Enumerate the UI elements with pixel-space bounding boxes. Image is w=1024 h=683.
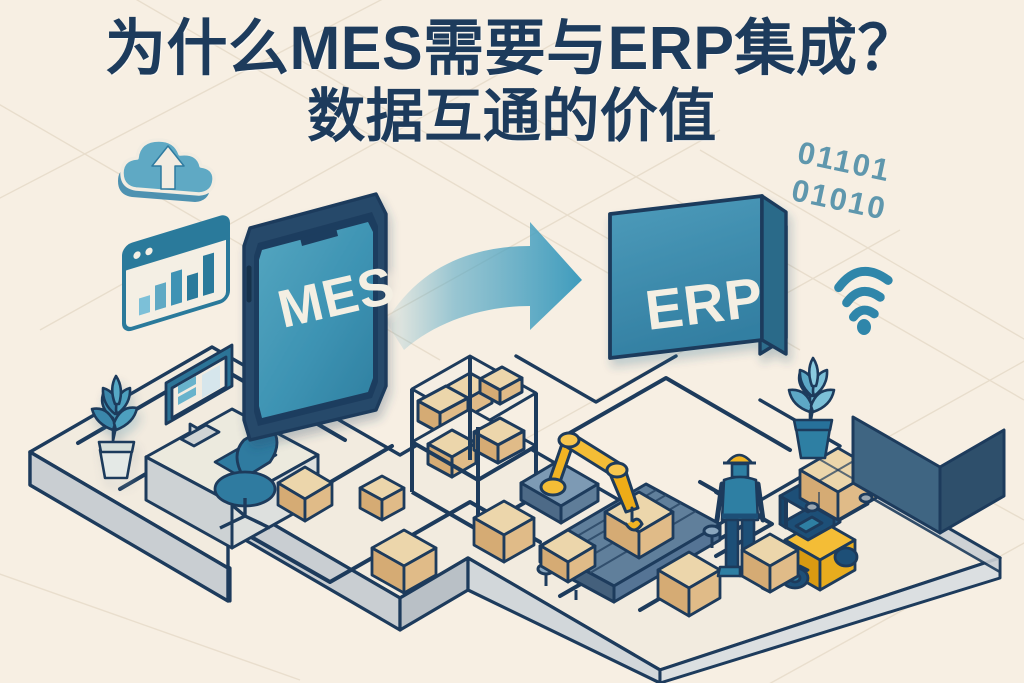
mes-phone-panel: MES: [242, 192, 401, 442]
wifi-icon: [834, 266, 893, 335]
floor-box: [656, 550, 722, 618]
floor-box: [370, 528, 438, 595]
erp-panel: ERP: [608, 194, 788, 360]
floor-box: [472, 499, 536, 564]
floor-box: [358, 474, 406, 522]
conveyor-belt: [536, 482, 722, 604]
dock-plant: [787, 356, 836, 460]
chart-window-icon: [122, 215, 230, 332]
mes-to-erp-arrow: [386, 222, 582, 350]
cloud-upload-icon: [118, 138, 216, 202]
loading-dock-door: [851, 415, 1006, 535]
robot-arm: [519, 431, 644, 532]
desk-plant: [90, 374, 139, 480]
storage-shelving-rack: [410, 354, 538, 532]
conveyor-box: [539, 528, 597, 584]
erp-label: ERP: [642, 265, 767, 342]
forklift-box: [740, 532, 800, 594]
office-chair: [213, 423, 279, 530]
upload-arrow-icon: [151, 145, 185, 190]
floor-box: [276, 465, 334, 523]
